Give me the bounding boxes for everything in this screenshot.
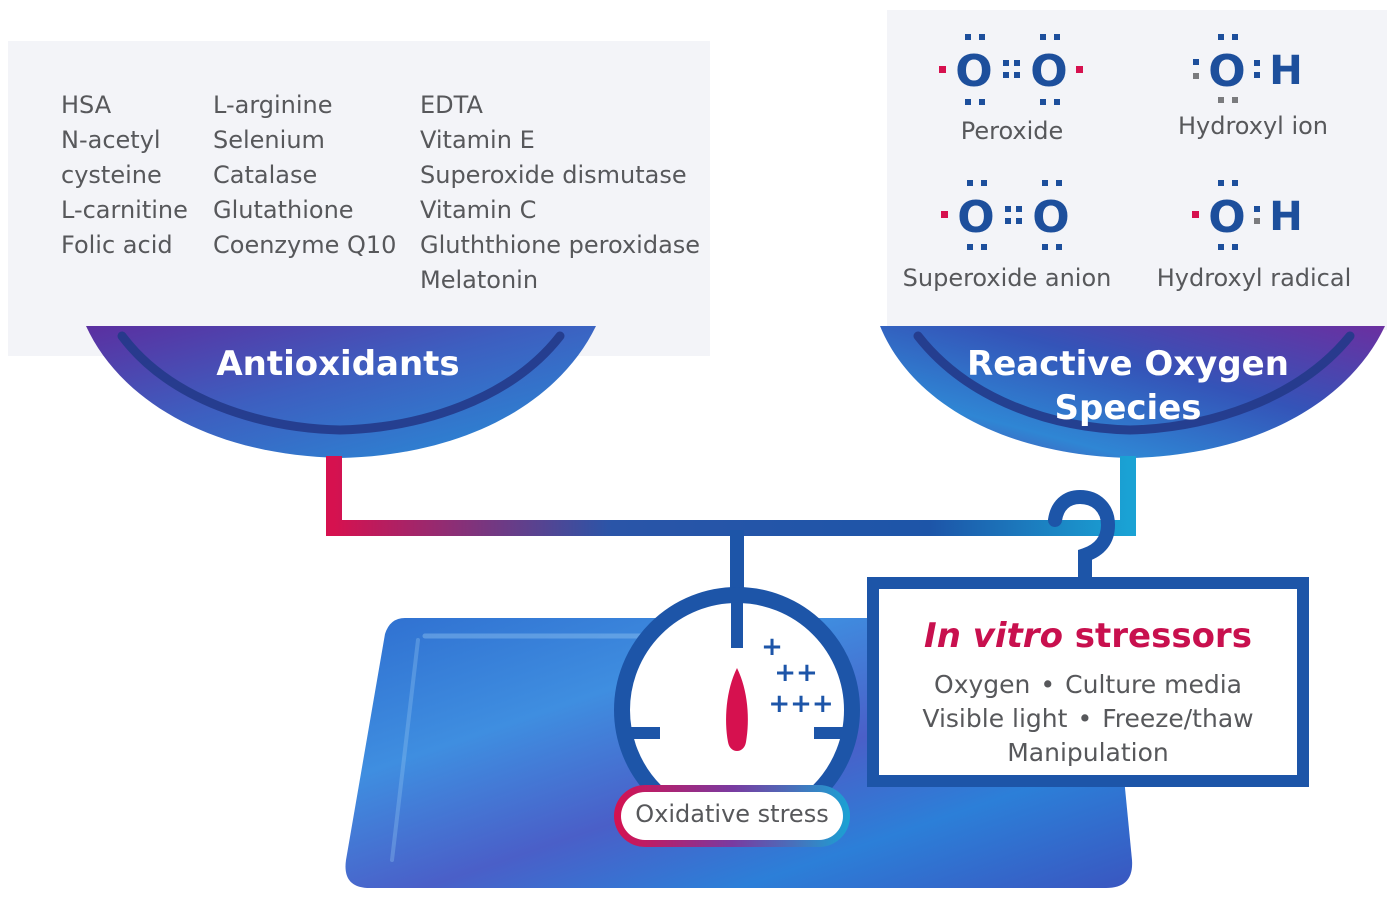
antioxidant-column-2: L-arginine Selenium Catalase Glutathione…	[213, 88, 396, 263]
hydroxyl-ion-atom-2: H	[1269, 48, 1302, 94]
hydroxyl-radical-label: Hydroxyl radical	[1156, 264, 1352, 292]
stressors-title-italic: In vitro	[924, 616, 1063, 656]
stressor-item: Oxygen	[934, 670, 1031, 699]
superoxide-atom-1: O	[957, 192, 994, 243]
antioxidant-item: Vitamin C	[420, 196, 537, 224]
stressor-line-3: Manipulation	[873, 738, 1303, 767]
antioxidant-item: Superoxide dismutase	[420, 161, 687, 189]
antioxidant-item: Glutathione	[213, 196, 354, 224]
ros-title-line-2: Species	[1054, 388, 1202, 428]
antioxidant-item: Folic acid	[61, 231, 173, 259]
antioxidant-item: Melatonin	[420, 266, 539, 294]
stressor-line-1: Oxygen • Culture media	[873, 670, 1303, 699]
gauge-needle	[726, 668, 748, 751]
antioxidant-item: Coenzyme Q10	[213, 231, 397, 259]
superoxide-atom-2: O	[1032, 192, 1069, 243]
gauge-mark-high: +++	[768, 689, 833, 719]
hydroxyl-ion-label: Hydroxyl ion	[1177, 112, 1329, 140]
stressor-item: Visible light	[922, 704, 1068, 733]
hook-icon	[1048, 489, 1116, 592]
antioxidant-item: cysteine	[61, 161, 162, 189]
antioxidant-item: Vitamin E	[420, 126, 535, 154]
peroxide-label: Peroxide	[960, 117, 1064, 145]
antioxidant-item: Catalase	[213, 161, 318, 189]
peroxide-atom-1: O	[955, 46, 992, 97]
ros-title: Reactive Oxygen Species	[967, 342, 1289, 430]
peroxide-structure: O O	[939, 34, 1083, 105]
separator-dot: •	[1077, 704, 1093, 733]
ros-pan	[880, 326, 1385, 458]
ros-title-line-1: Reactive Oxygen	[967, 344, 1289, 384]
antioxidant-column-3: EDTA Vitamin E Superoxide dismutase Vita…	[420, 88, 700, 298]
antioxidants-title: Antioxidants	[216, 344, 460, 384]
antioxidant-column-1: HSA N-acetyl cysteine L-carnitine Folic …	[61, 88, 188, 263]
hydroxyl-radical-structure: O H	[1192, 180, 1303, 250]
gauge-mark-mid: ++	[774, 658, 818, 688]
antioxidant-item: Selenium	[213, 126, 325, 154]
stressor-item: Freeze/thaw	[1102, 704, 1254, 733]
antioxidants-pan	[86, 326, 596, 458]
stressor-item: Culture media	[1065, 670, 1242, 699]
antioxidants-panel	[8, 41, 710, 356]
stressors-title: In vitro stressors	[873, 616, 1303, 656]
antioxidant-item: N-acetyl	[61, 126, 161, 154]
in-vitro-stressors-box: In vitro stressors Oxygen•Culture media …	[873, 582, 1303, 782]
antioxidant-item: EDTA	[420, 91, 483, 119]
stressor-item: Manipulation	[1007, 738, 1169, 767]
gauge-mark-low: +	[761, 632, 783, 662]
hydroxyl-radical-atom-1: O	[1208, 192, 1245, 243]
ros-panel	[887, 10, 1387, 330]
antioxidant-item: L-carnitine	[61, 196, 188, 224]
stressors-title-rest: stressors	[1062, 616, 1252, 656]
hydroxyl-ion-atom-1: O	[1208, 46, 1245, 97]
hydroxyl-radical-atom-2: H	[1269, 194, 1302, 240]
peroxide-atom-2: O	[1030, 46, 1067, 97]
oxidative-stress-label: Oxidative stress	[635, 800, 829, 828]
antioxidant-item: L-arginine	[213, 91, 333, 119]
hydroxyl-ion-structure: O H	[1193, 34, 1303, 103]
antioxidant-item: Gluththione peroxidase	[420, 231, 701, 259]
antioxidant-item: HSA	[61, 91, 112, 119]
superoxide-anion-label: Superoxide anion	[902, 264, 1112, 292]
stressor-box-frame	[867, 577, 1309, 787]
stressor-line-2: Visible light • Freeze/thaw	[873, 704, 1303, 733]
scale-beam	[326, 456, 1136, 536]
separator-dot: •	[1040, 670, 1056, 699]
superoxide-structure: O O	[941, 180, 1070, 250]
